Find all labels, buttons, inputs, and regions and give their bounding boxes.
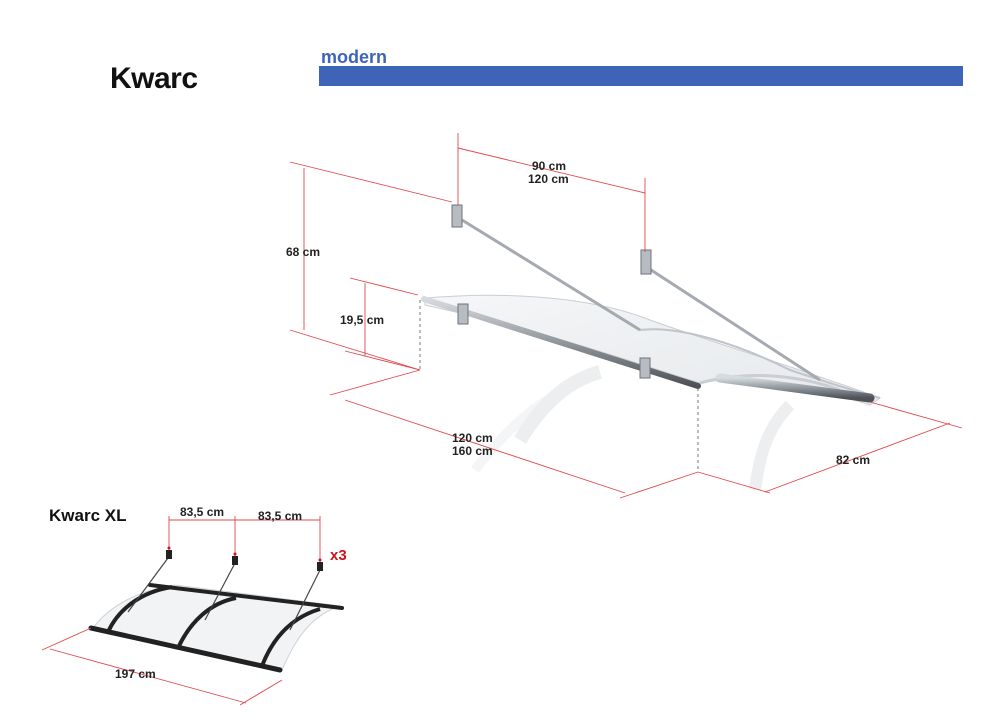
xl-arrow-dots	[167, 546, 322, 562]
xl-wall-bracket	[317, 562, 323, 571]
support-rod	[647, 266, 821, 382]
front-rail	[421, 296, 701, 389]
main-dimension-lines	[289, 133, 963, 499]
width-label: 120 cm	[452, 431, 493, 445]
xl-support-rod	[204, 564, 235, 621]
wall-bracket	[451, 204, 463, 228]
xl-multiplier-label: x3	[330, 547, 347, 564]
xl-front-rail	[88, 625, 283, 673]
xl-wall-bracket	[232, 556, 238, 565]
xl-variant-title: Kwarc XL	[49, 506, 127, 525]
xl-spacing-left-label: 83,5 cm	[180, 505, 224, 519]
main-canopy-drawing	[421, 204, 882, 491]
total-height-label: 68 cm	[286, 245, 320, 259]
xl-back-rail	[148, 583, 344, 610]
product-title: Kwarc	[110, 62, 198, 95]
glass-arc-edge	[699, 373, 841, 392]
xl-arc	[106, 585, 173, 633]
rear-rail	[715, 373, 875, 403]
xl-arc	[176, 596, 237, 649]
support-rod	[461, 218, 641, 332]
main-dimension-labels: 90 cm 120 cm 68 cm 19,5 cm 120 cm 160 cm…	[286, 159, 870, 467]
main-guide-lines	[419, 300, 699, 472]
xl-dimension-labels: 83,5 cm 83,5 cm x3 197 cm	[115, 505, 347, 681]
xl-canopy-drawing	[88, 550, 344, 673]
xl-width-label: 197 cm	[115, 667, 156, 681]
xl-dimension-lines	[41, 516, 321, 706]
style-band	[319, 66, 963, 86]
style-label: modern	[321, 47, 388, 67]
xl-support-rod	[289, 569, 321, 631]
bracket-spacing-label-alt: 120 cm	[528, 172, 569, 186]
depth-label: 82 cm	[836, 453, 870, 467]
glass-arc-edge	[639, 328, 881, 399]
xl-support-rod	[127, 557, 169, 613]
xl-spacing-right-label: 83,5 cm	[258, 509, 302, 523]
bracket-spacing-label: 90 cm	[532, 159, 566, 173]
arc-reflection	[749, 400, 795, 491]
xl-arc	[260, 607, 321, 667]
arc-height-label: 19,5 cm	[340, 313, 384, 327]
wall-bracket	[640, 249, 652, 275]
arc-reflection	[471, 380, 578, 474]
rail-clamp	[457, 303, 469, 325]
xl-wall-bracket	[166, 550, 172, 559]
rail-clamp	[639, 357, 651, 379]
width-label-alt: 160 cm	[452, 444, 493, 458]
